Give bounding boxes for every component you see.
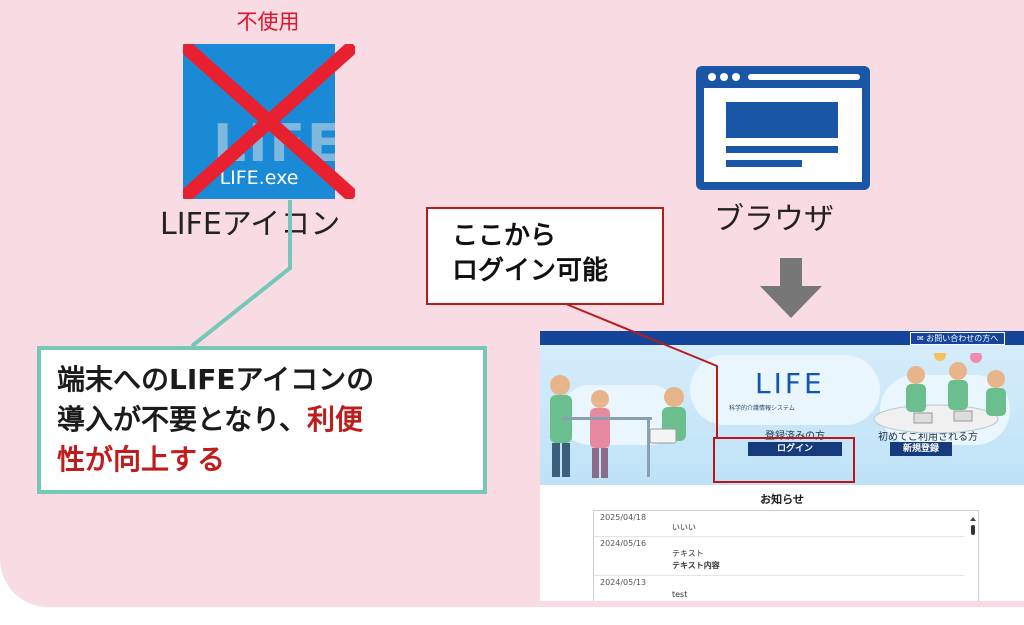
news-date: 2024/05/13: [600, 578, 647, 587]
news-item[interactable]: 2024/05/16 テキスト テキスト内容: [594, 537, 964, 576]
news-item[interactable]: 2024/05/13 test: [594, 576, 964, 601]
login-note-line2: ログイン可能: [452, 256, 609, 286]
login-note-line1: ここから: [452, 221, 557, 251]
news-date: 2025/04/18: [600, 513, 647, 522]
unused-label: 不使用: [236, 10, 300, 34]
meeting-illustration: [873, 353, 1006, 434]
news-title-text: テキスト: [672, 549, 704, 558]
first-time-label: 初めてご利用される方: [878, 432, 978, 443]
cross-mark-icon: [183, 44, 355, 199]
caregiver-illustration: [550, 375, 686, 478]
login-note-box: ここから ログイン可能: [426, 207, 664, 305]
registered-label: 登録済みの方: [765, 431, 825, 442]
callout-line2: 導入が不要となり、利便: [57, 400, 483, 440]
hero-cloud: [690, 355, 880, 425]
arrow-down-icon: [760, 258, 822, 318]
login-button[interactable]: ログイン: [748, 442, 842, 456]
site-hero: LIFE 科学的介護情報システム 登録済みの方 ログイン 初めてご利用される方 …: [540, 345, 1024, 485]
callout-line1: 端末へのLIFEアイコンの: [57, 363, 375, 396]
news-date: 2024/05/16: [600, 539, 647, 548]
browser-window-icon: [696, 66, 870, 190]
site-logo-subtitle: 科学的介護情報システム: [729, 405, 795, 412]
exe-icon-filename: LIFE.exe: [219, 167, 299, 189]
register-button[interactable]: 新規登録: [890, 442, 952, 456]
site-logo: LIFE: [755, 367, 825, 400]
contact-link[interactable]: ✉ お問い合わせの方へ: [910, 332, 1006, 345]
news-title-text: いいい: [672, 523, 696, 532]
icon-label: LIFEアイコン: [160, 207, 341, 242]
site-header-bar: ✉ お問い合わせの方へ: [540, 331, 1024, 345]
login-highlight-box: [713, 437, 855, 483]
news-body-text: テキスト内容: [672, 561, 720, 570]
browser-label: ブラウザ: [714, 202, 834, 237]
news-title: お知らせ: [760, 493, 804, 506]
scrollbar[interactable]: [970, 517, 976, 535]
benefit-callout: 端末へのLIFEアイコンの 導入が不要となり、利便 性が向上する: [37, 346, 487, 494]
callout-line2-text: 導入が不要となり、: [57, 403, 308, 436]
callout-line3: 性が向上する: [57, 443, 226, 476]
news-title-text: test: [672, 590, 688, 599]
news-item[interactable]: 2025/04/18 いいい: [594, 511, 964, 537]
callout-highlight: 利便: [307, 403, 364, 436]
life-site-screenshot: ✉ お問い合わせの方へ LIFE 科学的介護情報シス: [540, 331, 1024, 601]
news-list[interactable]: 2025/04/18 いいい 2024/05/16 テキスト テキスト内容 20…: [593, 510, 979, 601]
